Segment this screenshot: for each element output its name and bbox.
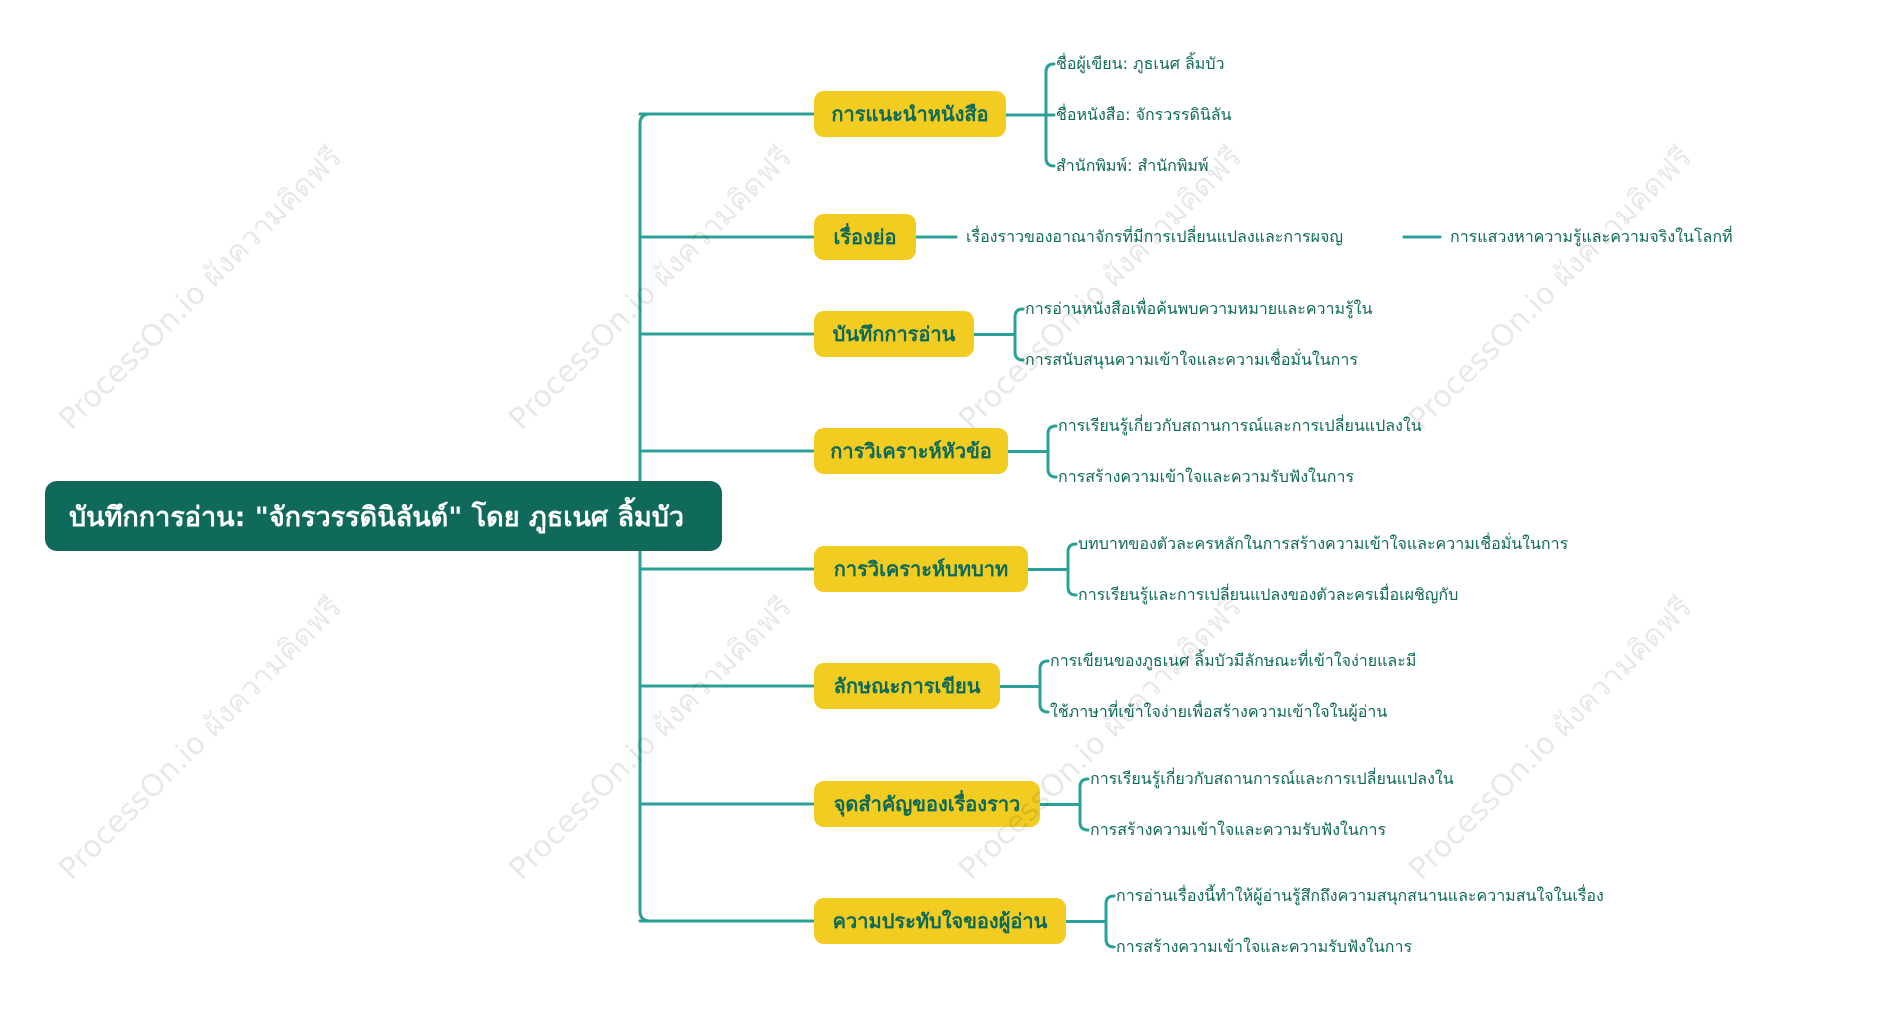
child-bracket-5-0 [1078,777,1090,806]
branch-book-introduction[interactable]: การแนะนำหนังสือ [814,91,1006,137]
child-bracket-1-0 [1013,307,1025,336]
child-bracket-0-2 [1044,113,1056,168]
child-bracket-3-1 [1066,568,1078,597]
branch-reader-impression[interactable]: ความประทับใจของผู้อ่าน [814,898,1066,944]
branch-reading-notes[interactable]: บันทึกการอ่าน [814,311,974,357]
child-bracket-2-1 [1046,450,1058,479]
leaf-key-points-1[interactable]: การเรียนรู้เกี่ยวกับสถานการณ์และการเปลี่… [1090,769,1454,788]
branch-topic-analysis[interactable]: การวิเคราะห์หัวข้อ [814,428,1008,474]
child-bracket-5-1 [1078,803,1090,832]
leaf-topic-analysis-2[interactable]: การสร้างความเข้าใจและความรับฟังในการ [1058,467,1355,486]
leaf-writing-style-2[interactable]: ใช้ภาษาที่เข้าใจง่ายเพื่อสร้างความเข้าใจ… [1050,702,1388,721]
child-bracket-4-0 [1038,659,1050,688]
branch-synopsis[interactable]: เรื่องย่อ [814,214,916,260]
branch-role-analysis[interactable]: การวิเคราะห์บทบาท [814,546,1028,592]
root-topic[interactable]: บันทึกการอ่าน: "จักรวรรดินิลันต์" โดย ภู… [45,481,722,551]
leaf-reading-notes-2[interactable]: การสนับสนุนความเข้าใจและความเชื่อมั่นในก… [1025,350,1358,369]
leaf-synopsis-story[interactable]: เรื่องราวของอาณาจักรที่มีการเปลี่ยนแปลงแ… [966,227,1344,246]
child-bracket-4-1 [1038,685,1050,714]
leaf-topic-analysis-1[interactable]: การเรียนรู้เกี่ยวกับสถานการณ์และการเปลี่… [1058,416,1422,435]
leaf-writing-style-1[interactable]: การเขียนของภูธเนศ ลิ้มบัวมีลักษณะที่เข้า… [1050,651,1417,670]
child-bracket-0-0 [1044,62,1056,117]
leaf-reader-impression-1[interactable]: การอ่านเรื่องนี้ทำให้ผู้อ่านรู้สึกถึงควา… [1116,886,1604,905]
leaf-role-analysis-2[interactable]: การเรียนรู้และการเปลี่ยนแปลงของตัวละครเม… [1078,585,1459,604]
leaf-reading-notes-1[interactable]: การอ่านหนังสือเพื่อค้นพบความหมายและความร… [1025,299,1373,318]
leaf-synopsis-quest[interactable]: การแสวงหาความรู้และความจริงในโลกที่ [1450,227,1733,246]
branch-writing-style[interactable]: ลักษณะการเขียน [814,663,1000,709]
child-bracket-6-1 [1104,920,1116,949]
leaf-role-analysis-1[interactable]: บทบาทของตัวละครหลักในการสร้างความเข้าใจแ… [1078,534,1569,553]
leaf-author-name[interactable]: ชื่อผู้เขียน: ภูธเนศ ลิ้มบัว [1056,54,1225,73]
leaf-key-points-2[interactable]: การสร้างความเข้าใจและความรับฟังในการ [1090,820,1387,839]
child-bracket-1-1 [1013,333,1025,362]
child-bracket-6-0 [1104,894,1116,923]
leaf-book-title[interactable]: ชื่อหนังสือ: จักรวรรดินิลัน [1056,105,1232,124]
leaf-reader-impression-2[interactable]: การสร้างความเข้าใจและความรับฟังในการ [1116,937,1413,956]
child-bracket-3-0 [1066,542,1078,571]
branch-key-points[interactable]: จุดสำคัญของเรื่องราว [814,781,1040,827]
child-bracket-2-0 [1046,424,1058,453]
leaf-publisher[interactable]: สำนักพิมพ์: สำนักพิมพ์ [1056,156,1209,175]
